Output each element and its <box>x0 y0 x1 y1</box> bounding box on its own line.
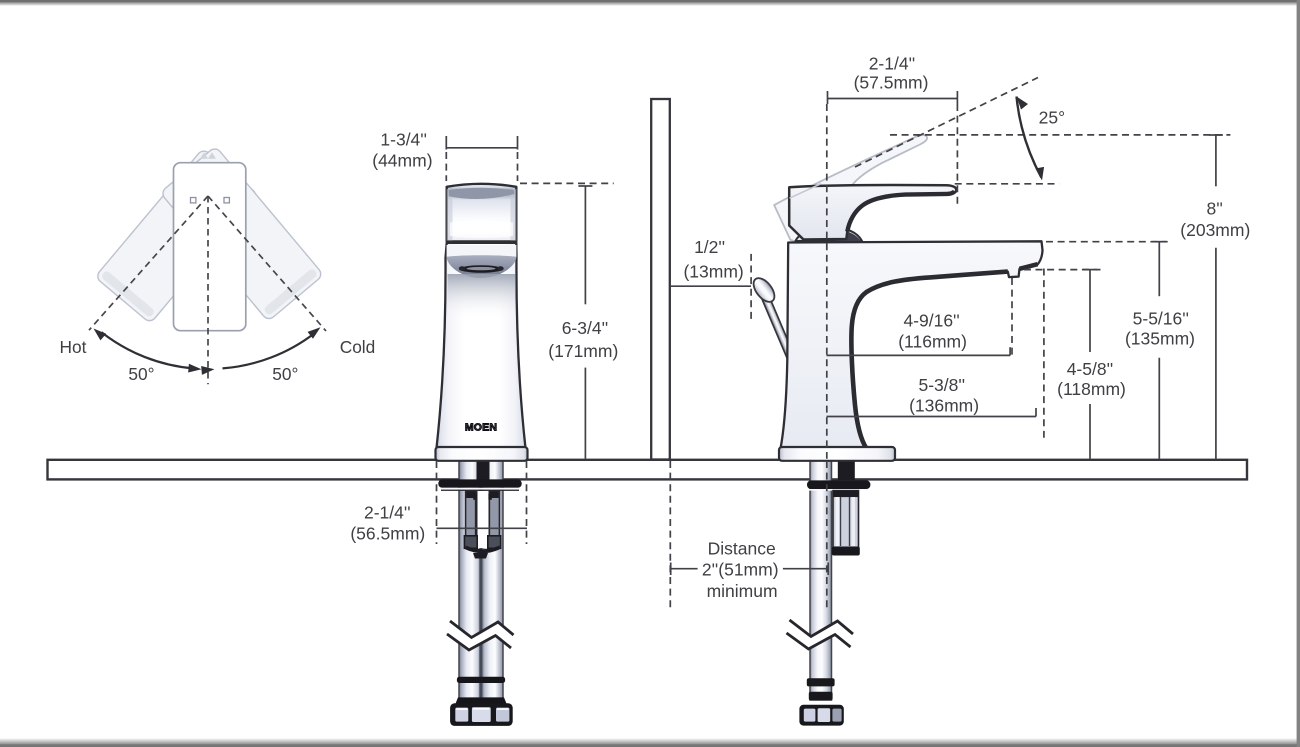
svg-text:8'': 8'' <box>1206 199 1222 219</box>
svg-text:(203mm): (203mm) <box>1180 220 1250 240</box>
svg-text:2-1/4'': 2-1/4'' <box>869 54 916 74</box>
svg-text:MOEN: MOEN <box>465 422 497 434</box>
svg-text:(118mm): (118mm) <box>1057 379 1126 399</box>
svg-text:1-3/4'': 1-3/4'' <box>380 129 427 149</box>
svg-text:(56.5mm): (56.5mm) <box>350 524 425 544</box>
svg-text:2''(51mm): 2''(51mm) <box>702 560 779 580</box>
svg-text:1/2'': 1/2'' <box>694 237 725 257</box>
svg-text:(57.5mm): (57.5mm) <box>854 73 929 93</box>
svg-text:4-5/8'': 4-5/8'' <box>1067 359 1114 379</box>
svg-text:(135mm): (135mm) <box>1125 328 1195 348</box>
svg-text:50°: 50° <box>128 364 154 384</box>
svg-text:Distance: Distance <box>708 539 776 559</box>
svg-text:minimum: minimum <box>707 581 778 601</box>
svg-text:Cold: Cold <box>340 337 376 357</box>
svg-text:5-3/8'': 5-3/8'' <box>919 375 966 395</box>
svg-text:2-1/4'': 2-1/4'' <box>364 502 411 522</box>
svg-text:50°: 50° <box>272 364 298 384</box>
svg-text:5-5/16'': 5-5/16'' <box>1133 308 1189 328</box>
svg-text:Hot: Hot <box>60 337 87 357</box>
svg-text:25°: 25° <box>1039 107 1065 127</box>
svg-text:(136mm): (136mm) <box>909 395 979 415</box>
svg-text:(116mm): (116mm) <box>898 332 967 352</box>
svg-text:6-3/4'': 6-3/4'' <box>562 318 609 338</box>
svg-text:(171mm): (171mm) <box>548 341 618 361</box>
svg-text:4-9/16'': 4-9/16'' <box>903 310 959 330</box>
svg-text:(13mm): (13mm) <box>683 261 743 281</box>
svg-text:(44mm): (44mm) <box>372 151 432 171</box>
